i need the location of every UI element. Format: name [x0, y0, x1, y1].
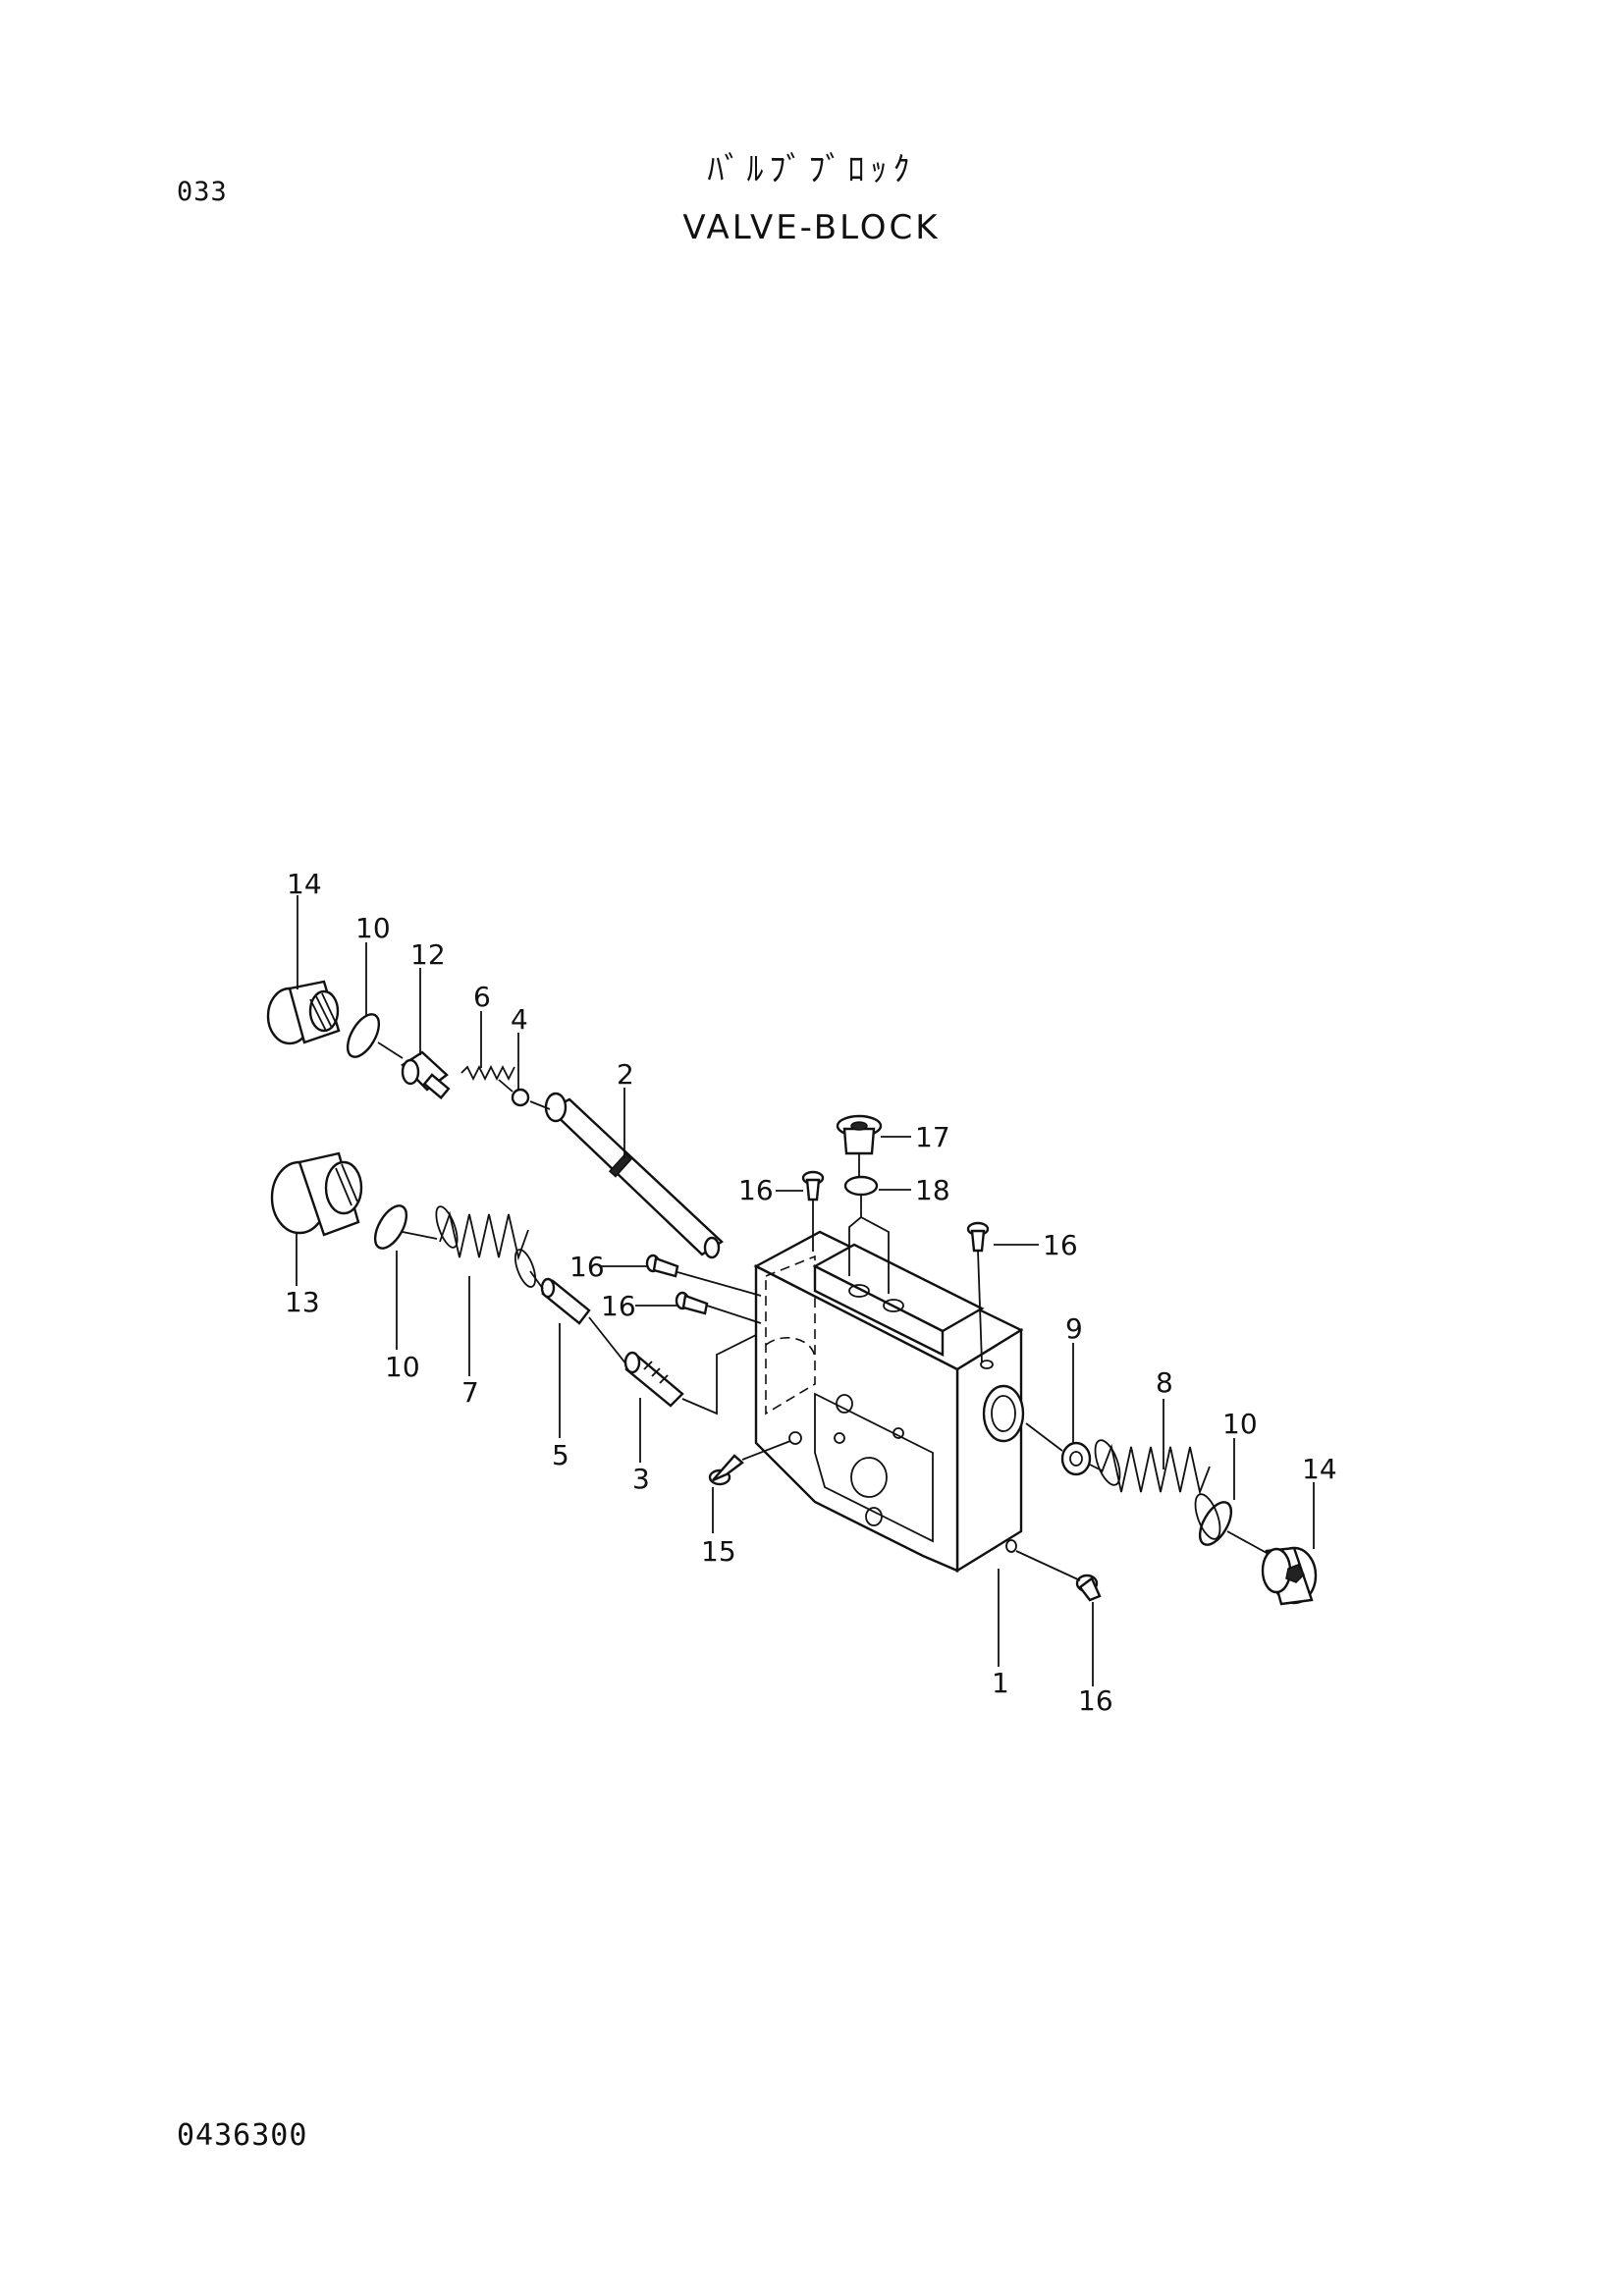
- cap-part-13: [270, 1151, 363, 1237]
- callout-6: 6: [473, 981, 491, 1013]
- callout-3: 3: [632, 1463, 650, 1495]
- callout-4: 4: [511, 1003, 528, 1036]
- callout-15: 15: [701, 1535, 736, 1568]
- leader-lines: [296, 895, 1315, 1686]
- callout-2: 2: [617, 1058, 634, 1091]
- callout-16-top-left: 16: [738, 1174, 774, 1206]
- screw-part-16d: [675, 1291, 709, 1315]
- callout-14-lower: 14: [1302, 1453, 1337, 1485]
- screw-part-16e: [1075, 1574, 1102, 1602]
- callout-10-upper: 10: [355, 912, 391, 944]
- callout-16-top-right: 16: [1043, 1229, 1078, 1261]
- spring-part-8: [1094, 1439, 1221, 1540]
- poppet-part-3: [623, 1351, 684, 1408]
- callout-17: 17: [915, 1121, 950, 1153]
- spring-part-7: [435, 1205, 537, 1288]
- callout-10-lower-left: 10: [385, 1351, 420, 1383]
- callout-16-bottom: 16: [1078, 1684, 1113, 1717]
- plug-part-14b: [1261, 1546, 1318, 1606]
- callout-7: 7: [461, 1376, 479, 1409]
- page-number: 033: [177, 177, 228, 207]
- assembly-lines: [377, 1041, 1268, 1581]
- o-ring-part-10c: [1198, 1501, 1233, 1546]
- callout-10-right: 10: [1222, 1408, 1258, 1440]
- title-japanese: ﾊﾞﾙﾌﾞﾌﾞﾛｯｸ: [707, 150, 916, 189]
- callout-5: 5: [552, 1439, 569, 1471]
- plunger-part-12: [401, 1050, 451, 1100]
- seal-ring-part-18: [843, 1175, 879, 1197]
- callout-13: 13: [285, 1286, 320, 1318]
- o-ring-part-10a: [346, 1013, 381, 1058]
- callout-8: 8: [1156, 1366, 1173, 1399]
- screw-part-16c: [645, 1254, 679, 1278]
- plug-part-14a: [266, 980, 341, 1045]
- screw-part-15: [708, 1454, 744, 1486]
- pin-part-5: [540, 1277, 591, 1325]
- spool-part-2: [544, 1092, 724, 1259]
- callout-16-mid-upper: 16: [569, 1251, 605, 1283]
- screw-part-16a: [801, 1170, 825, 1201]
- o-ring-part-10b: [373, 1204, 408, 1250]
- plug-part-17: [836, 1114, 883, 1155]
- drawing-code: 0436300: [177, 2118, 308, 2153]
- callout-labels: 14 10 12 6 4 2 17 18 16 16 16 16 16 13 1…: [285, 868, 1337, 1717]
- callout-1: 1: [992, 1667, 1009, 1699]
- screw-part-16b: [966, 1221, 990, 1253]
- valve-body-part-1: [753, 1230, 1025, 1574]
- washer-part-9: [1060, 1441, 1092, 1476]
- callout-16-mid-lower: 16: [601, 1290, 636, 1322]
- title-english: VALVE-BLOCK: [682, 208, 941, 247]
- callout-9: 9: [1065, 1312, 1083, 1345]
- ball-part-4: [511, 1088, 530, 1107]
- callout-12: 12: [410, 938, 446, 971]
- callout-18: 18: [915, 1174, 950, 1206]
- spring-part-6: [460, 1064, 515, 1082]
- callout-14-upper: 14: [287, 868, 322, 900]
